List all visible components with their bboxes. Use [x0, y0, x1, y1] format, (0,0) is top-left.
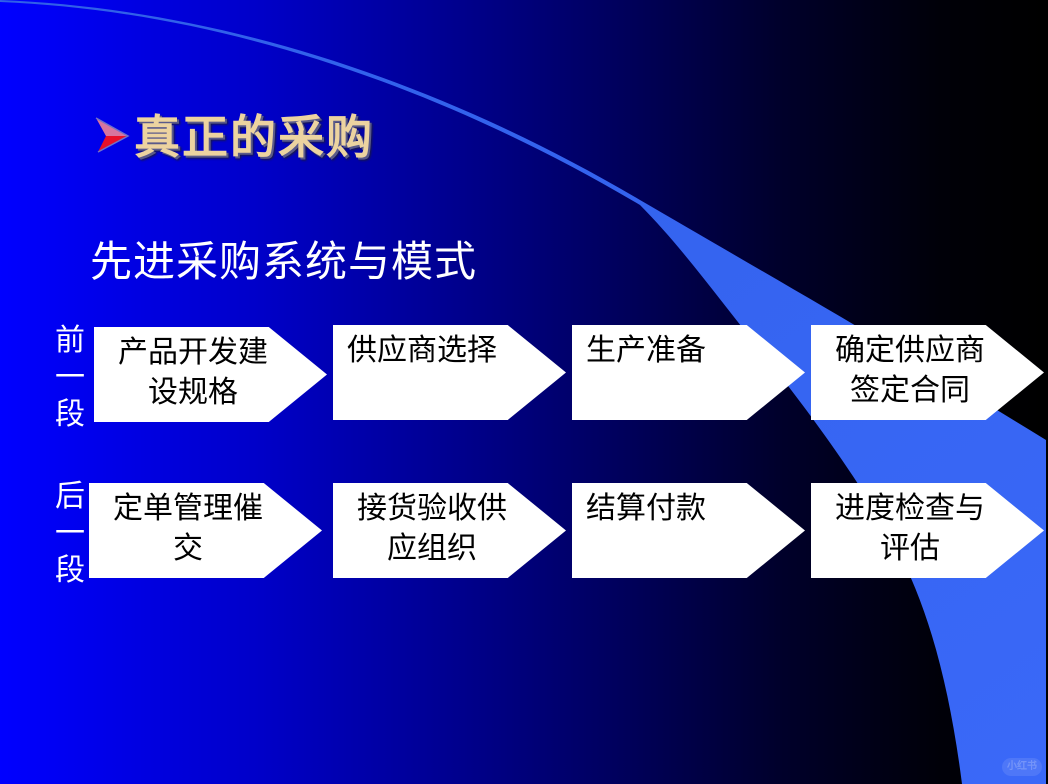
watermark-logo: 小红书: [1002, 758, 1042, 776]
process-step-order-management: 定单管理催 交: [89, 483, 322, 578]
step-text-line: 结算付款: [586, 491, 706, 526]
step-text-line: 生产准备: [586, 333, 706, 368]
step-text: 供应商选择: [347, 331, 537, 371]
step-text-line: 设规格: [148, 375, 238, 410]
process-step-settlement-payment: 结算付款: [572, 483, 805, 578]
phase-label-char: 后: [55, 479, 85, 514]
step-text-line: 供应商选择: [347, 333, 497, 368]
step-text-line: 评估: [880, 531, 940, 566]
phase-label-char: 段: [55, 553, 85, 588]
phase-label-first: 前 一 段: [52, 322, 88, 433]
step-text: 结算付款: [586, 489, 776, 529]
step-text-line: 交: [173, 531, 203, 566]
process-step-receiving-inspection: 接货验收供 应组织: [333, 483, 566, 578]
slide-title: 真正的采购: [134, 110, 374, 164]
step-text: 进度检查与 评估: [815, 489, 1005, 569]
process-step-product-spec: 产品开发建 设规格: [94, 327, 327, 422]
phase-label-char: 一: [55, 516, 85, 551]
arrowhead-bullet-icon: [95, 117, 130, 153]
step-text-line: 应组织: [387, 531, 477, 566]
step-text: 生产准备: [586, 331, 776, 371]
step-text-line: 接货验收供: [357, 491, 507, 526]
slide-subtitle: 先进采购系统与模式: [90, 237, 478, 286]
phase-label-char: 前: [55, 323, 85, 358]
step-text: 确定供应商 签定合同: [815, 331, 1005, 411]
phase-label-char: 一: [55, 360, 85, 395]
step-text-line: 进度检查与: [835, 491, 985, 526]
step-text-line: 定单管理催: [113, 491, 263, 526]
phase-label-char: 段: [55, 397, 85, 432]
phase-label-second: 后 一 段: [52, 478, 88, 589]
process-step-contract-signing: 确定供应商 签定合同: [811, 325, 1044, 420]
step-text: 接货验收供 应组织: [337, 489, 527, 569]
step-text: 定单管理催 交: [93, 489, 283, 569]
slide-title-row: 真正的采购: [94, 102, 374, 166]
process-step-production-prep: 生产准备: [572, 325, 805, 420]
step-text-line: 确定供应商: [835, 333, 985, 368]
step-text-line: 产品开发建: [118, 335, 268, 370]
process-step-supplier-selection: 供应商选择: [333, 325, 566, 420]
step-text: 产品开发建 设规格: [98, 333, 288, 413]
step-text-line: 签定合同: [850, 373, 970, 408]
process-step-progress-evaluation: 进度检查与 评估: [811, 483, 1044, 578]
